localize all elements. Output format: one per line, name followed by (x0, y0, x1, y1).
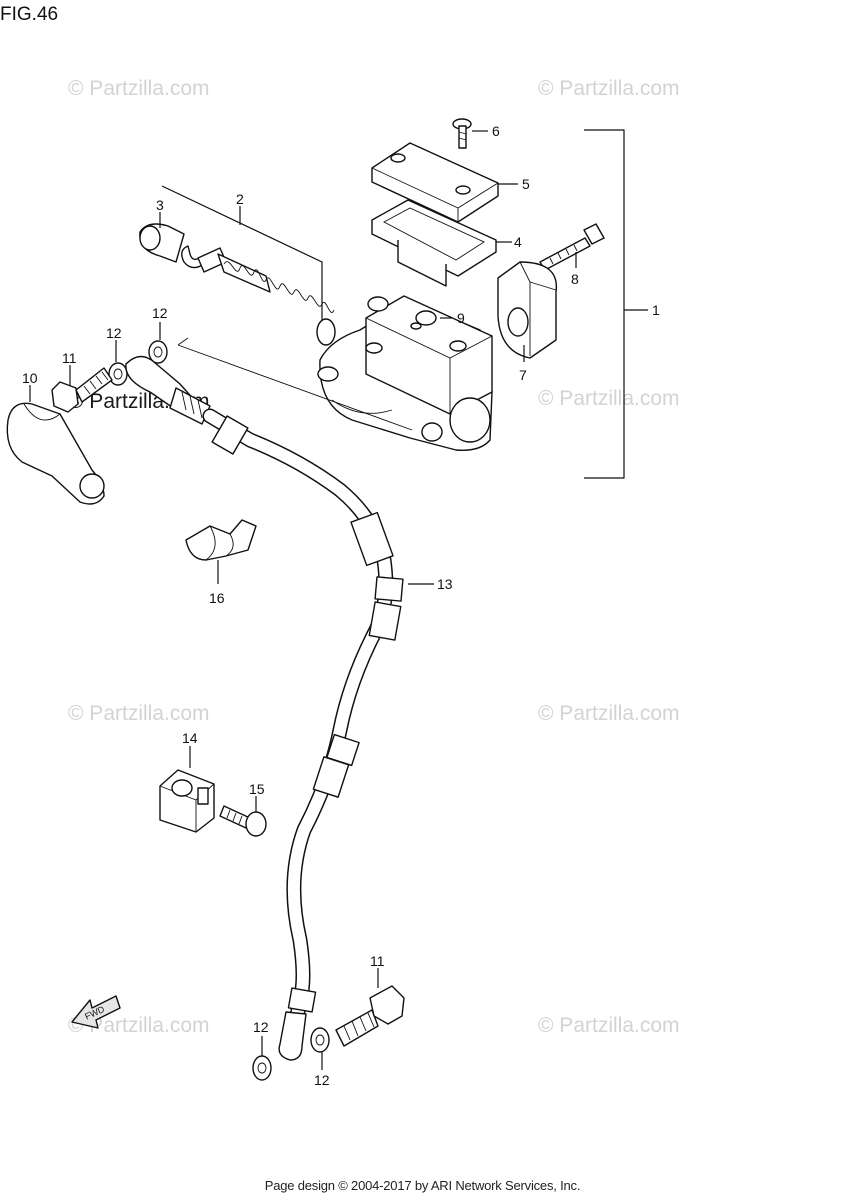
callout-labels: 1 2 3 4 5 6 7 8 9 10 11 11 12 12 12 12 1… (22, 123, 660, 1088)
part-6-screw (452, 118, 472, 149)
callout-7: 7 (519, 367, 527, 383)
part-12-washer (148, 340, 168, 364)
callout-4: 4 (514, 234, 522, 250)
part-12-washer (252, 1055, 272, 1081)
callout-12: 12 (152, 305, 168, 321)
callout-12: 12 (314, 1072, 330, 1088)
watermark: © Partzilla.com (538, 702, 680, 725)
part-2-bracket (161, 185, 323, 322)
watermark: © Partzilla.com (538, 77, 680, 100)
callout-11: 11 (62, 350, 77, 366)
part-8-bolt (539, 223, 605, 271)
part-11-banjo-bolt (335, 985, 405, 1047)
callout-14: 14 (182, 730, 198, 746)
watermark: © Partzilla.com (68, 1014, 210, 1037)
part-4-diaphragm (371, 199, 497, 287)
part-12-washer (310, 1027, 330, 1053)
callout-1: 1 (652, 302, 660, 318)
page-footer: Page design © 2004-2017 by ARI Network S… (264, 1178, 581, 1193)
watermark: © Partzilla.com (68, 702, 210, 725)
master-cylinder-body (317, 295, 493, 451)
hose-fitting-top (125, 355, 211, 425)
part-15-screw (219, 805, 267, 837)
watermark: © Partzilla.com (538, 387, 680, 410)
part-16-clip (185, 519, 257, 561)
callout-12: 12 (253, 1019, 269, 1035)
part-14-clamp (159, 769, 215, 833)
watermarks: © Partzilla.com © Partzilla.com © Partzi… (68, 77, 680, 1037)
part-10-cover (6, 402, 105, 505)
callout-12: 12 (106, 325, 122, 341)
callout-8: 8 (571, 271, 579, 287)
callout-15: 15 (249, 781, 265, 797)
callout-10: 10 (22, 370, 38, 386)
part-5-cap (371, 142, 499, 223)
circlip (181, 245, 205, 269)
part-3-boot (139, 223, 185, 263)
figure-label: FIG.46 (0, 4, 59, 25)
callout-6: 6 (492, 123, 500, 139)
parts-diagram: © Partzilla.com © Partzilla.com © Partzi… (6, 77, 680, 1088)
part-2-piston-spring (197, 247, 336, 346)
watermark: © Partzilla.com (68, 77, 210, 100)
callout-11: 11 (370, 953, 385, 969)
callout-2: 2 (236, 191, 244, 207)
part-7-clamp (497, 261, 558, 359)
callout-3: 3 (156, 197, 164, 213)
part-13-brake-hose (202, 408, 404, 1061)
part-11-banjo-bolt (51, 367, 113, 413)
callout-13: 13 (437, 576, 453, 592)
watermark: © Partzilla.com (538, 1014, 680, 1037)
callout-16: 16 (209, 590, 225, 606)
callout-9: 9 (457, 310, 465, 326)
assembly-guide-line (177, 344, 413, 431)
forward-arrow-icon: FWD (71, 995, 121, 1029)
callout-5: 5 (522, 176, 530, 192)
assembly-bracket (584, 129, 625, 479)
part-12-washer (108, 362, 128, 386)
